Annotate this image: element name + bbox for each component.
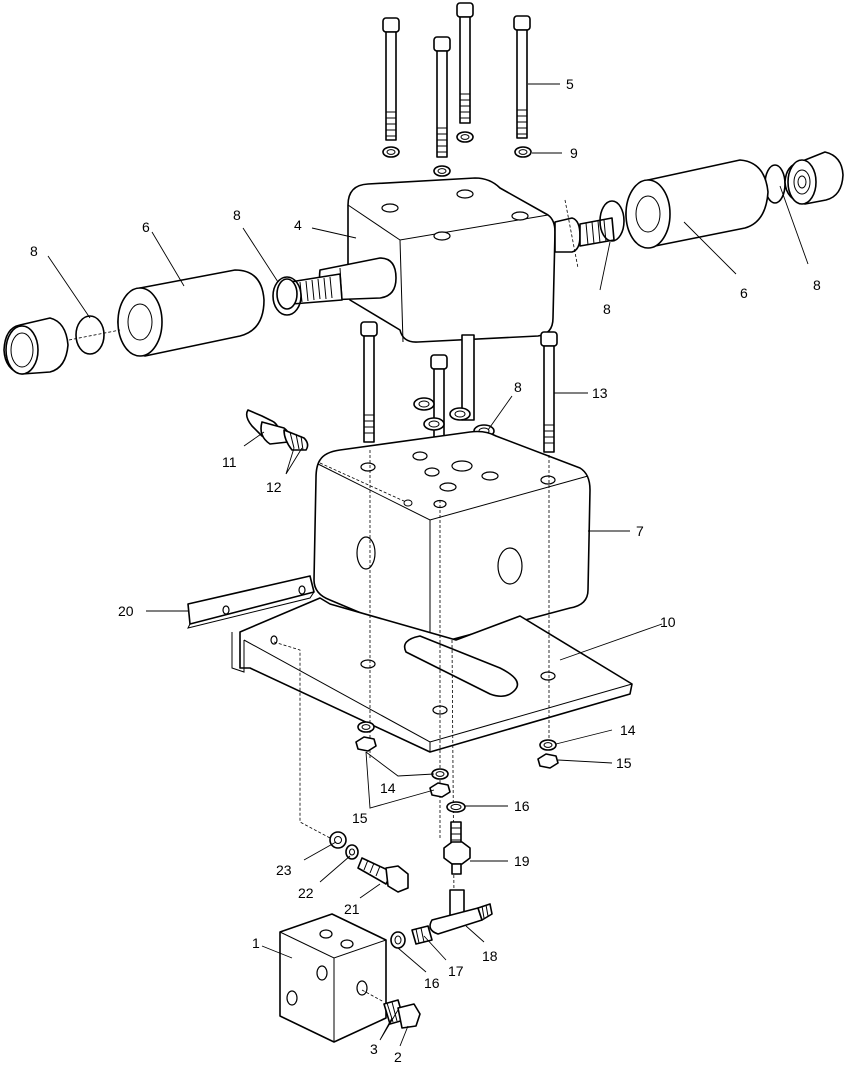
left-shaft [276, 273, 343, 310]
block-1 [279, 913, 387, 1043]
callout-14-left: 14 [380, 780, 396, 796]
fitting-2-3 [383, 999, 421, 1029]
washers-9 [382, 131, 532, 177]
cylinder-6-left [117, 269, 265, 357]
callout-9: 9 [570, 145, 578, 161]
fitting-17 [390, 925, 433, 949]
callout-2: 2 [394, 1049, 402, 1065]
callout-6-left: 6 [142, 219, 150, 235]
callout-19: 19 [514, 853, 530, 869]
callout-3: 3 [370, 1041, 378, 1057]
fitting-11-12 [245, 409, 309, 451]
cylinder-6-right [625, 159, 769, 249]
bolt-5c [456, 2, 474, 124]
callouts: 5 9 4 8 6 8 8 6 8 13 8 11 12 7 20 10 14 … [30, 76, 821, 1065]
base-plate-10 [231, 597, 633, 753]
washers-nuts-lower [355, 721, 559, 813]
callout-15-right: 15 [616, 755, 632, 771]
callout-12: 12 [266, 479, 282, 495]
callout-22: 22 [298, 885, 314, 901]
bracket-bar-20 [187, 575, 315, 629]
main-block-7 [313, 430, 591, 645]
end-cap-left [3, 317, 69, 375]
end-cap-right [784, 151, 844, 205]
callout-15-left: 15 [352, 810, 368, 826]
valve-block-4 [318, 177, 581, 343]
stud-19 [443, 821, 471, 875]
callout-7: 7 [636, 523, 644, 539]
callout-4: 4 [294, 217, 302, 233]
callout-23: 23 [276, 862, 292, 878]
callout-8-left: 8 [233, 207, 241, 223]
callout-5: 5 [566, 76, 574, 92]
callout-8-right: 8 [603, 301, 611, 317]
bolt-21-washers [329, 831, 409, 893]
washers-8-stack [413, 397, 495, 438]
callout-20: 20 [118, 603, 134, 619]
callout-21: 21 [344, 901, 360, 917]
callout-8-far-left: 8 [30, 243, 38, 259]
callout-13: 13 [592, 385, 608, 401]
callout-11: 11 [222, 454, 237, 470]
bolt-5a [382, 17, 400, 141]
bolt-5b [433, 36, 451, 158]
callout-14-right: 14 [620, 722, 636, 738]
callout-17: 17 [448, 963, 464, 979]
leader-lines [47, 83, 809, 1047]
callout-6-right: 6 [740, 285, 748, 301]
callout-18: 18 [482, 948, 498, 964]
tee-fitting-18 [429, 889, 493, 935]
callout-8-far-right: 8 [813, 277, 821, 293]
callout-16-lower: 16 [424, 975, 440, 991]
callout-8-center: 8 [514, 379, 522, 395]
callout-10: 10 [660, 614, 676, 630]
top-bolts [382, 2, 531, 158]
bolt-5d [513, 15, 531, 139]
callout-1: 1 [252, 935, 260, 951]
callout-16-upper: 16 [514, 798, 530, 814]
